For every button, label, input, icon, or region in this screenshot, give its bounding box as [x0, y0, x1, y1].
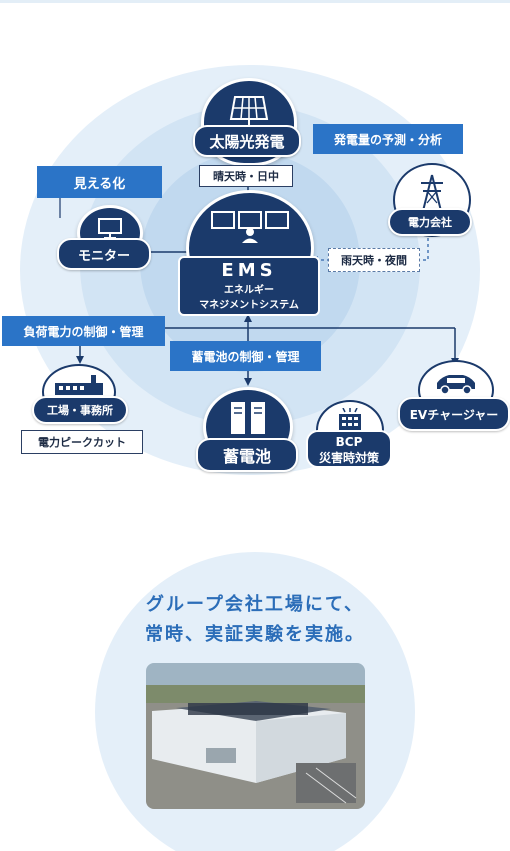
caption-line-1: グループ会社工場にて、 — [145, 594, 365, 615]
forecast-label: 発電量の予測・分析 — [313, 124, 463, 154]
bcp-label: BCP 災害時対策 — [306, 430, 392, 468]
solar-panel-icon — [229, 96, 269, 125]
caption-line-2: 常時、実証実験を実施。 — [145, 624, 365, 645]
battery-control-label: 蓄電池の制御・管理 — [170, 341, 321, 371]
ems-label-box: EMS エネルギー マネジメントシステム — [178, 256, 320, 316]
ev-label: EVチャージャー — [398, 397, 510, 431]
battery-cabinet-icon — [231, 402, 265, 434]
factory-aerial-photo — [146, 663, 365, 809]
transmission-tower-icon — [421, 174, 443, 212]
weather-night-label: 雨天時・夜間 — [328, 248, 420, 272]
ems-subtitle-2: マネジメントシステム — [199, 300, 299, 311]
ems-screens-icon — [211, 211, 289, 243]
factory-icon — [55, 375, 103, 395]
utility-label: 電力会社 — [388, 208, 472, 236]
ems-title: EMS — [221, 260, 277, 281]
load-control-label: 負荷電力の制御・管理 — [2, 316, 165, 346]
ev-car-icon — [437, 375, 475, 395]
factory-label: 工場・事務所 — [32, 396, 128, 424]
solar-label: 太陽光発電 — [193, 125, 301, 157]
weather-day-label: 晴天時・日中 — [199, 165, 293, 187]
factory-photo-illustration — [146, 663, 365, 809]
visualize-label: 見える化 — [37, 166, 162, 198]
bcp-line2: 災害時対策 — [318, 451, 379, 465]
bcp-line1: BCP — [335, 435, 363, 449]
monitor-label: モニター — [57, 238, 151, 270]
battery-label: 蓄電池 — [196, 438, 298, 472]
top-divider — [0, 0, 510, 3]
peak-cut-label: 電力ピークカット — [21, 430, 143, 454]
computer-monitor-icon — [98, 218, 122, 239]
ems-subtitle-1: エネルギー — [224, 285, 274, 296]
